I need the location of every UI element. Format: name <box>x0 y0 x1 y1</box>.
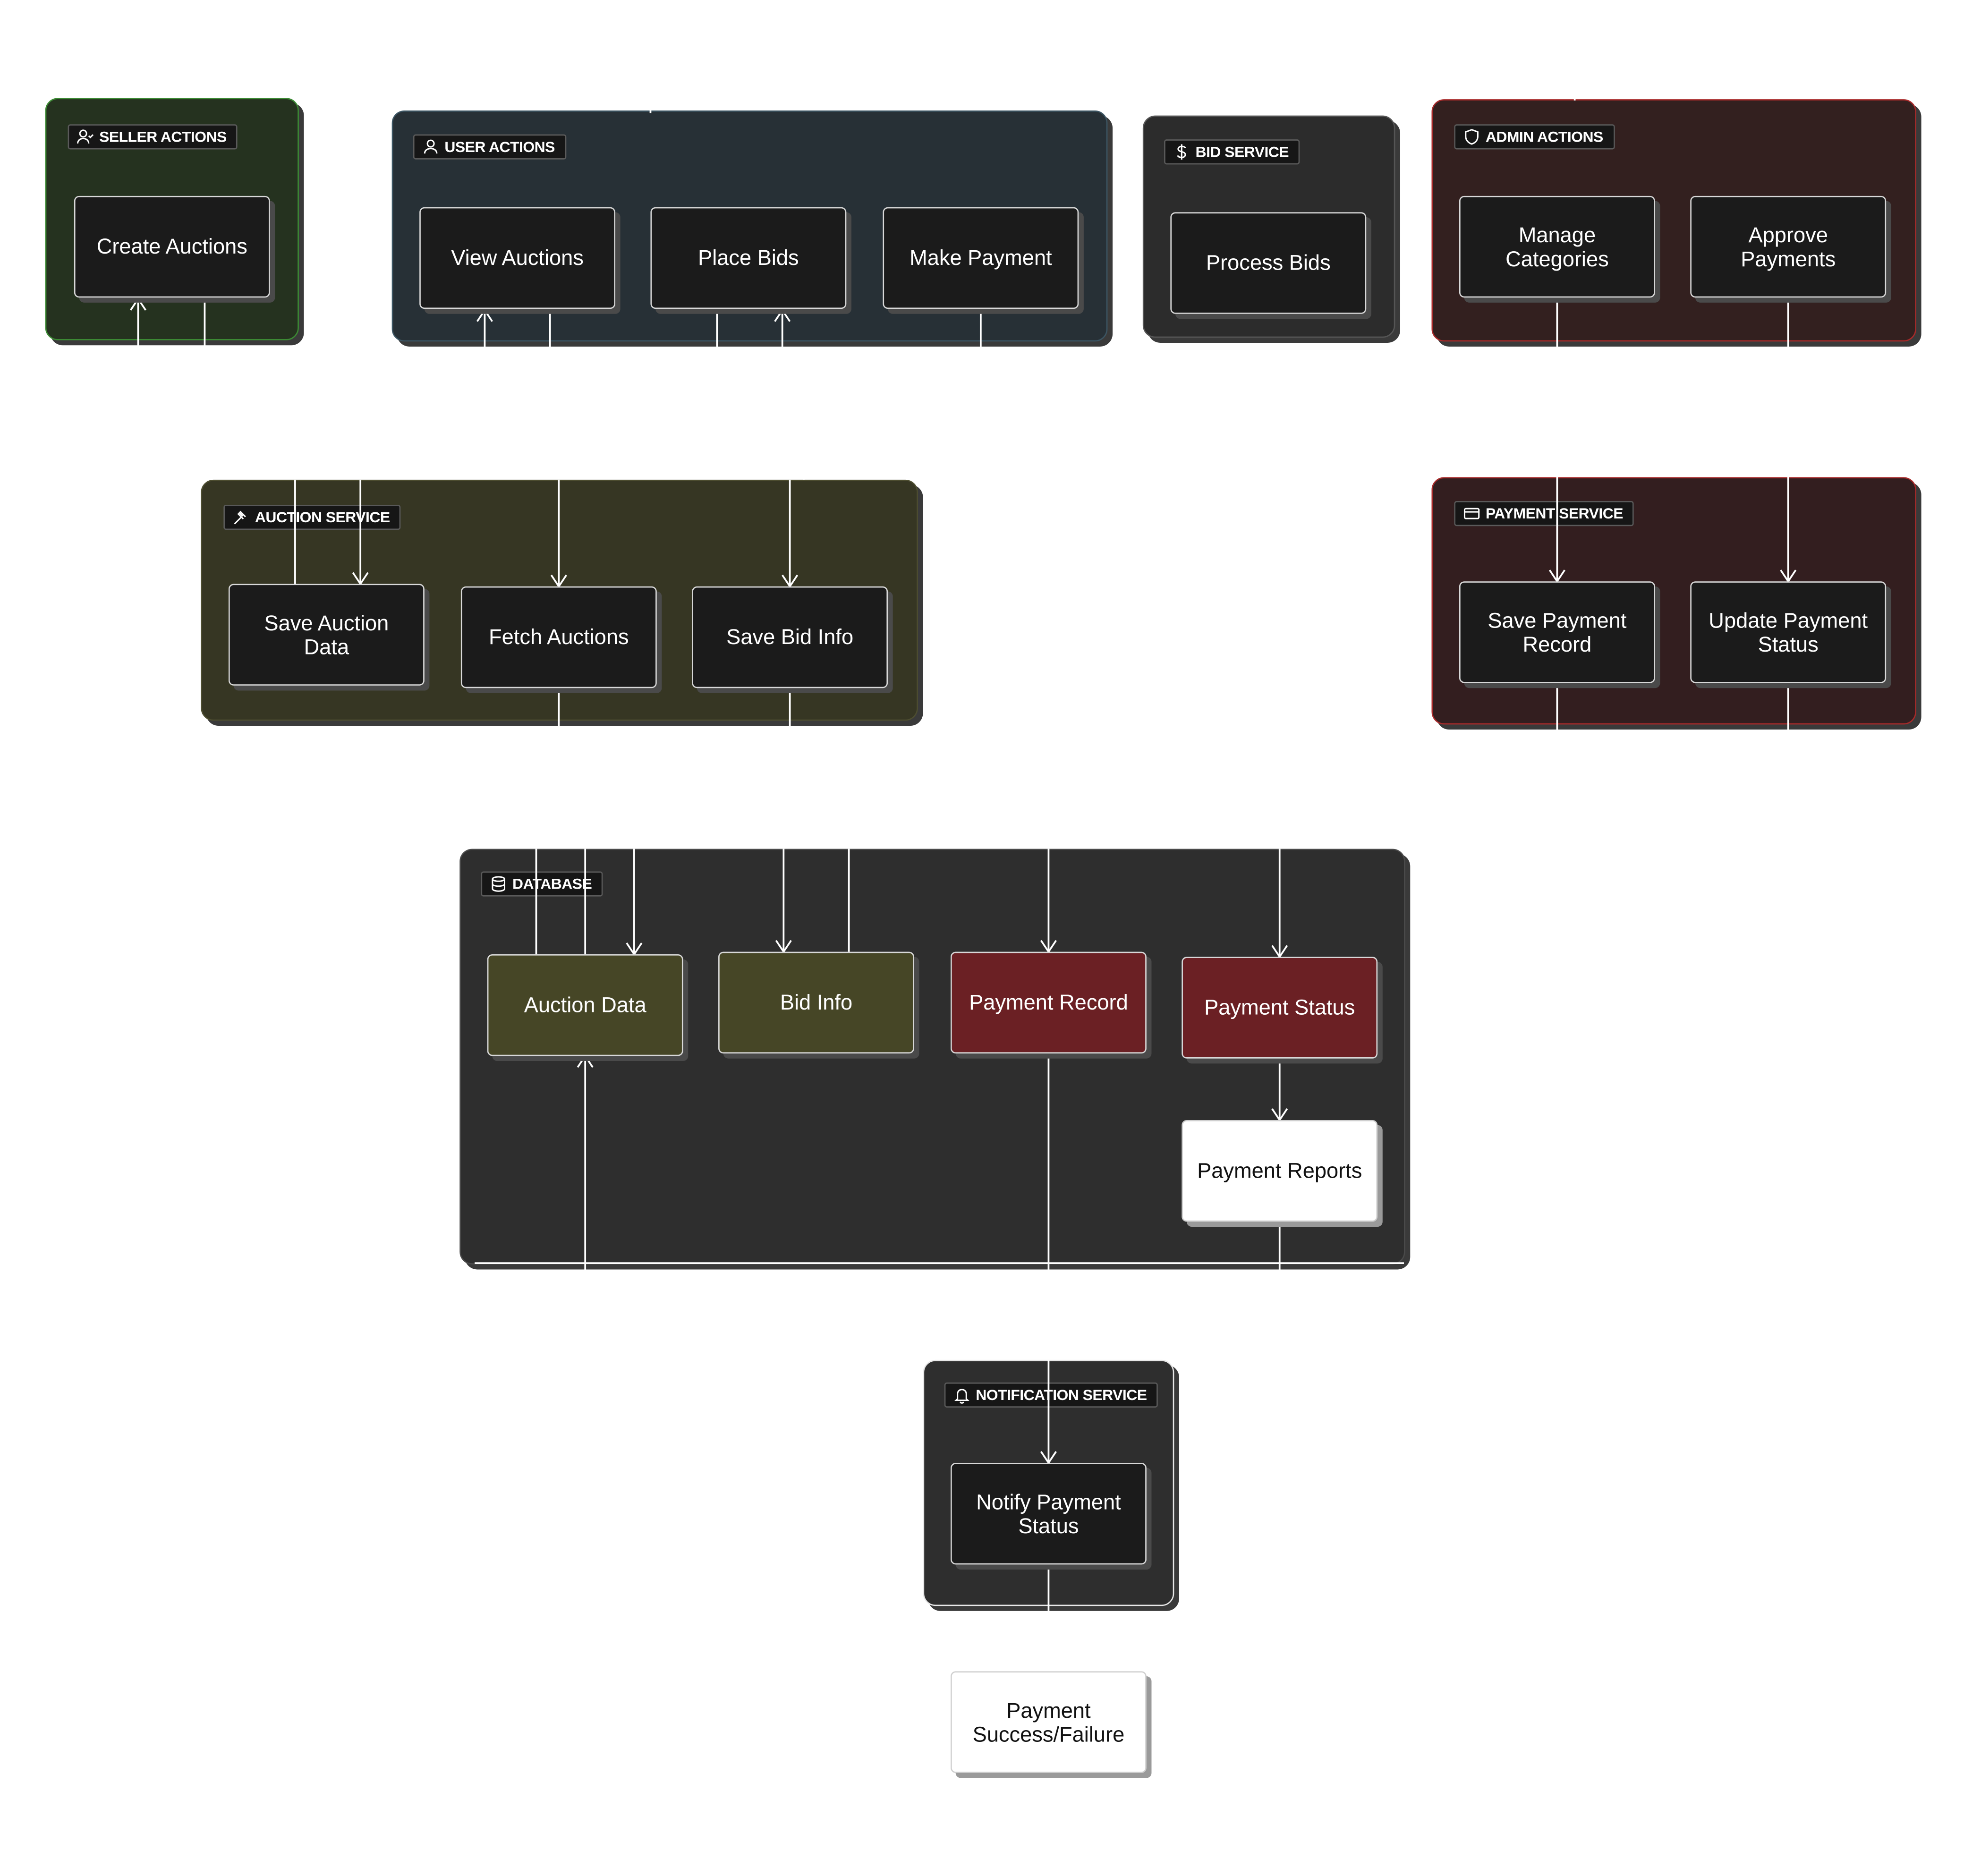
group-bid-service-label: BID SERVICE <box>1164 139 1300 165</box>
node-place-bids[interactable]: Place Bids <box>650 207 847 309</box>
database-icon <box>492 876 506 892</box>
node-create-auctions[interactable]: Create Auctions <box>74 195 270 298</box>
node-process-bids[interactable]: Process Bids <box>1170 212 1367 314</box>
user-icon <box>424 139 438 154</box>
group-notification-service-title: NOTIFICATION SERVICE <box>976 1386 1147 1404</box>
node-auction-data[interactable]: Auction Data <box>487 954 683 1056</box>
group-payment-service-title: PAYMENT SERVICE <box>1485 504 1624 523</box>
group-database-label: DATABASE <box>481 871 604 897</box>
node-update-payment-status[interactable]: Update Payment Status <box>1690 581 1887 683</box>
user-check-icon <box>77 129 94 144</box>
group-auction-service-title: AUCTION SERVICE <box>255 508 390 526</box>
group-user-actions-label: USER ACTIONS <box>413 134 566 160</box>
group-admin-actions-title: ADMIN ACTIONS <box>1485 128 1603 146</box>
node-manage-categories[interactable]: Manage Categories <box>1459 195 1655 298</box>
group-database-title: DATABASE <box>512 875 592 893</box>
group-auction-service-label: AUCTION SERVICE <box>223 504 401 530</box>
credit-card-icon <box>1463 508 1480 519</box>
node-approve-payments[interactable]: Approve Payments <box>1690 195 1887 298</box>
node-save-auction-data[interactable]: Save Auction Data <box>228 584 425 686</box>
node-payment-status[interactable]: Payment Status <box>1182 957 1378 1059</box>
shield-icon <box>1465 129 1479 145</box>
node-view-auctions[interactable]: View Auctions <box>419 207 616 309</box>
gavel-icon <box>234 510 246 525</box>
node-payment-record[interactable]: Payment Record <box>951 951 1147 1054</box>
node-notify-payment-status[interactable]: Notify Payment Status <box>951 1462 1147 1565</box>
node-fetch-auctions[interactable]: Fetch Auctions <box>460 586 657 688</box>
group-bid-service-title: BID SERVICE <box>1195 143 1289 161</box>
group-payment-service-label: PAYMENT SERVICE <box>1454 501 1634 526</box>
node-save-payment-record[interactable]: Save Payment Record <box>1459 581 1655 683</box>
group-notification-service-label: NOTIFICATION SERVICE <box>944 1382 1158 1408</box>
node-payment-reports[interactable]: Payment Reports <box>1182 1120 1378 1222</box>
bell-icon <box>954 1389 969 1404</box>
node-payment-success-failure[interactable]: Payment Success/Failure <box>951 1671 1147 1773</box>
group-user-actions-title: USER ACTIONS <box>444 138 555 156</box>
node-save-bid-info[interactable]: Save Bid Info <box>692 586 888 688</box>
node-bid-info[interactable]: Bid Info <box>718 951 914 1054</box>
group-seller-actions-title: SELLER ACTIONS <box>99 128 227 146</box>
group-seller-actions-label: SELLER ACTIONS <box>68 124 238 150</box>
node-make-payment[interactable]: Make Payment <box>883 207 1079 309</box>
dollar-icon <box>1177 144 1186 160</box>
group-admin-actions-label: ADMIN ACTIONS <box>1454 124 1615 150</box>
